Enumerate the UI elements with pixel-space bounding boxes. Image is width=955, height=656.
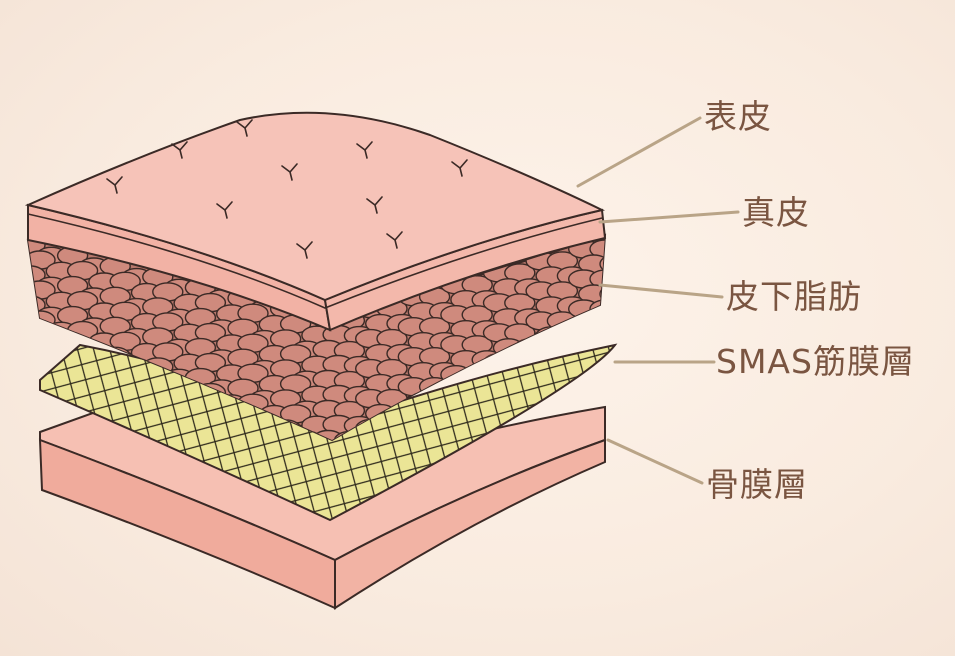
fat-cell xyxy=(471,350,503,370)
leader-line-dermis xyxy=(598,210,740,224)
skin-surface-marks xyxy=(106,119,468,259)
fat-cell xyxy=(28,325,46,345)
label-subcutaneous-fat: 皮下脂肪 xyxy=(726,277,862,316)
fat-cell xyxy=(28,310,56,330)
fat-cell xyxy=(599,284,605,304)
fat-cell xyxy=(28,355,46,375)
periosteum-side-face xyxy=(334,438,606,610)
fat-cell xyxy=(568,329,600,349)
label-epidermis: 表皮 xyxy=(704,97,772,136)
fat-cell xyxy=(578,314,605,334)
fat-cell xyxy=(556,326,589,346)
fat-cell xyxy=(599,314,605,334)
leader-lines xyxy=(576,116,740,485)
skin-mark xyxy=(386,231,403,249)
epidermis-top-face xyxy=(24,111,605,302)
fat-cell xyxy=(28,340,56,360)
label-dermis: 真皮 xyxy=(742,193,810,232)
skin-mark xyxy=(451,159,468,177)
skin-mark xyxy=(171,141,188,159)
fat-cell xyxy=(599,254,605,274)
label-smas: SMAS筋膜層 xyxy=(716,342,915,381)
fat-cell xyxy=(589,269,605,289)
fat-cell xyxy=(535,326,567,346)
fat-cell xyxy=(35,336,67,356)
skin-mark xyxy=(236,119,253,137)
fat-cell xyxy=(525,341,557,361)
skin-mark xyxy=(106,176,123,194)
fat-cell xyxy=(589,239,605,259)
skin-mark xyxy=(296,241,313,259)
skin-mark xyxy=(216,201,233,219)
label-periosteum: 骨膜層 xyxy=(706,465,808,504)
skin-mark xyxy=(356,141,373,159)
leader-line-epidermis xyxy=(576,116,702,188)
fat-cell xyxy=(589,299,605,319)
skin-mark xyxy=(281,163,298,181)
epidermis-edge-line xyxy=(27,213,603,309)
epidermis-layer xyxy=(24,111,605,309)
leader-line-fat xyxy=(598,283,724,299)
skin-mark xyxy=(366,196,383,214)
leader-line-periosteum xyxy=(606,438,704,485)
